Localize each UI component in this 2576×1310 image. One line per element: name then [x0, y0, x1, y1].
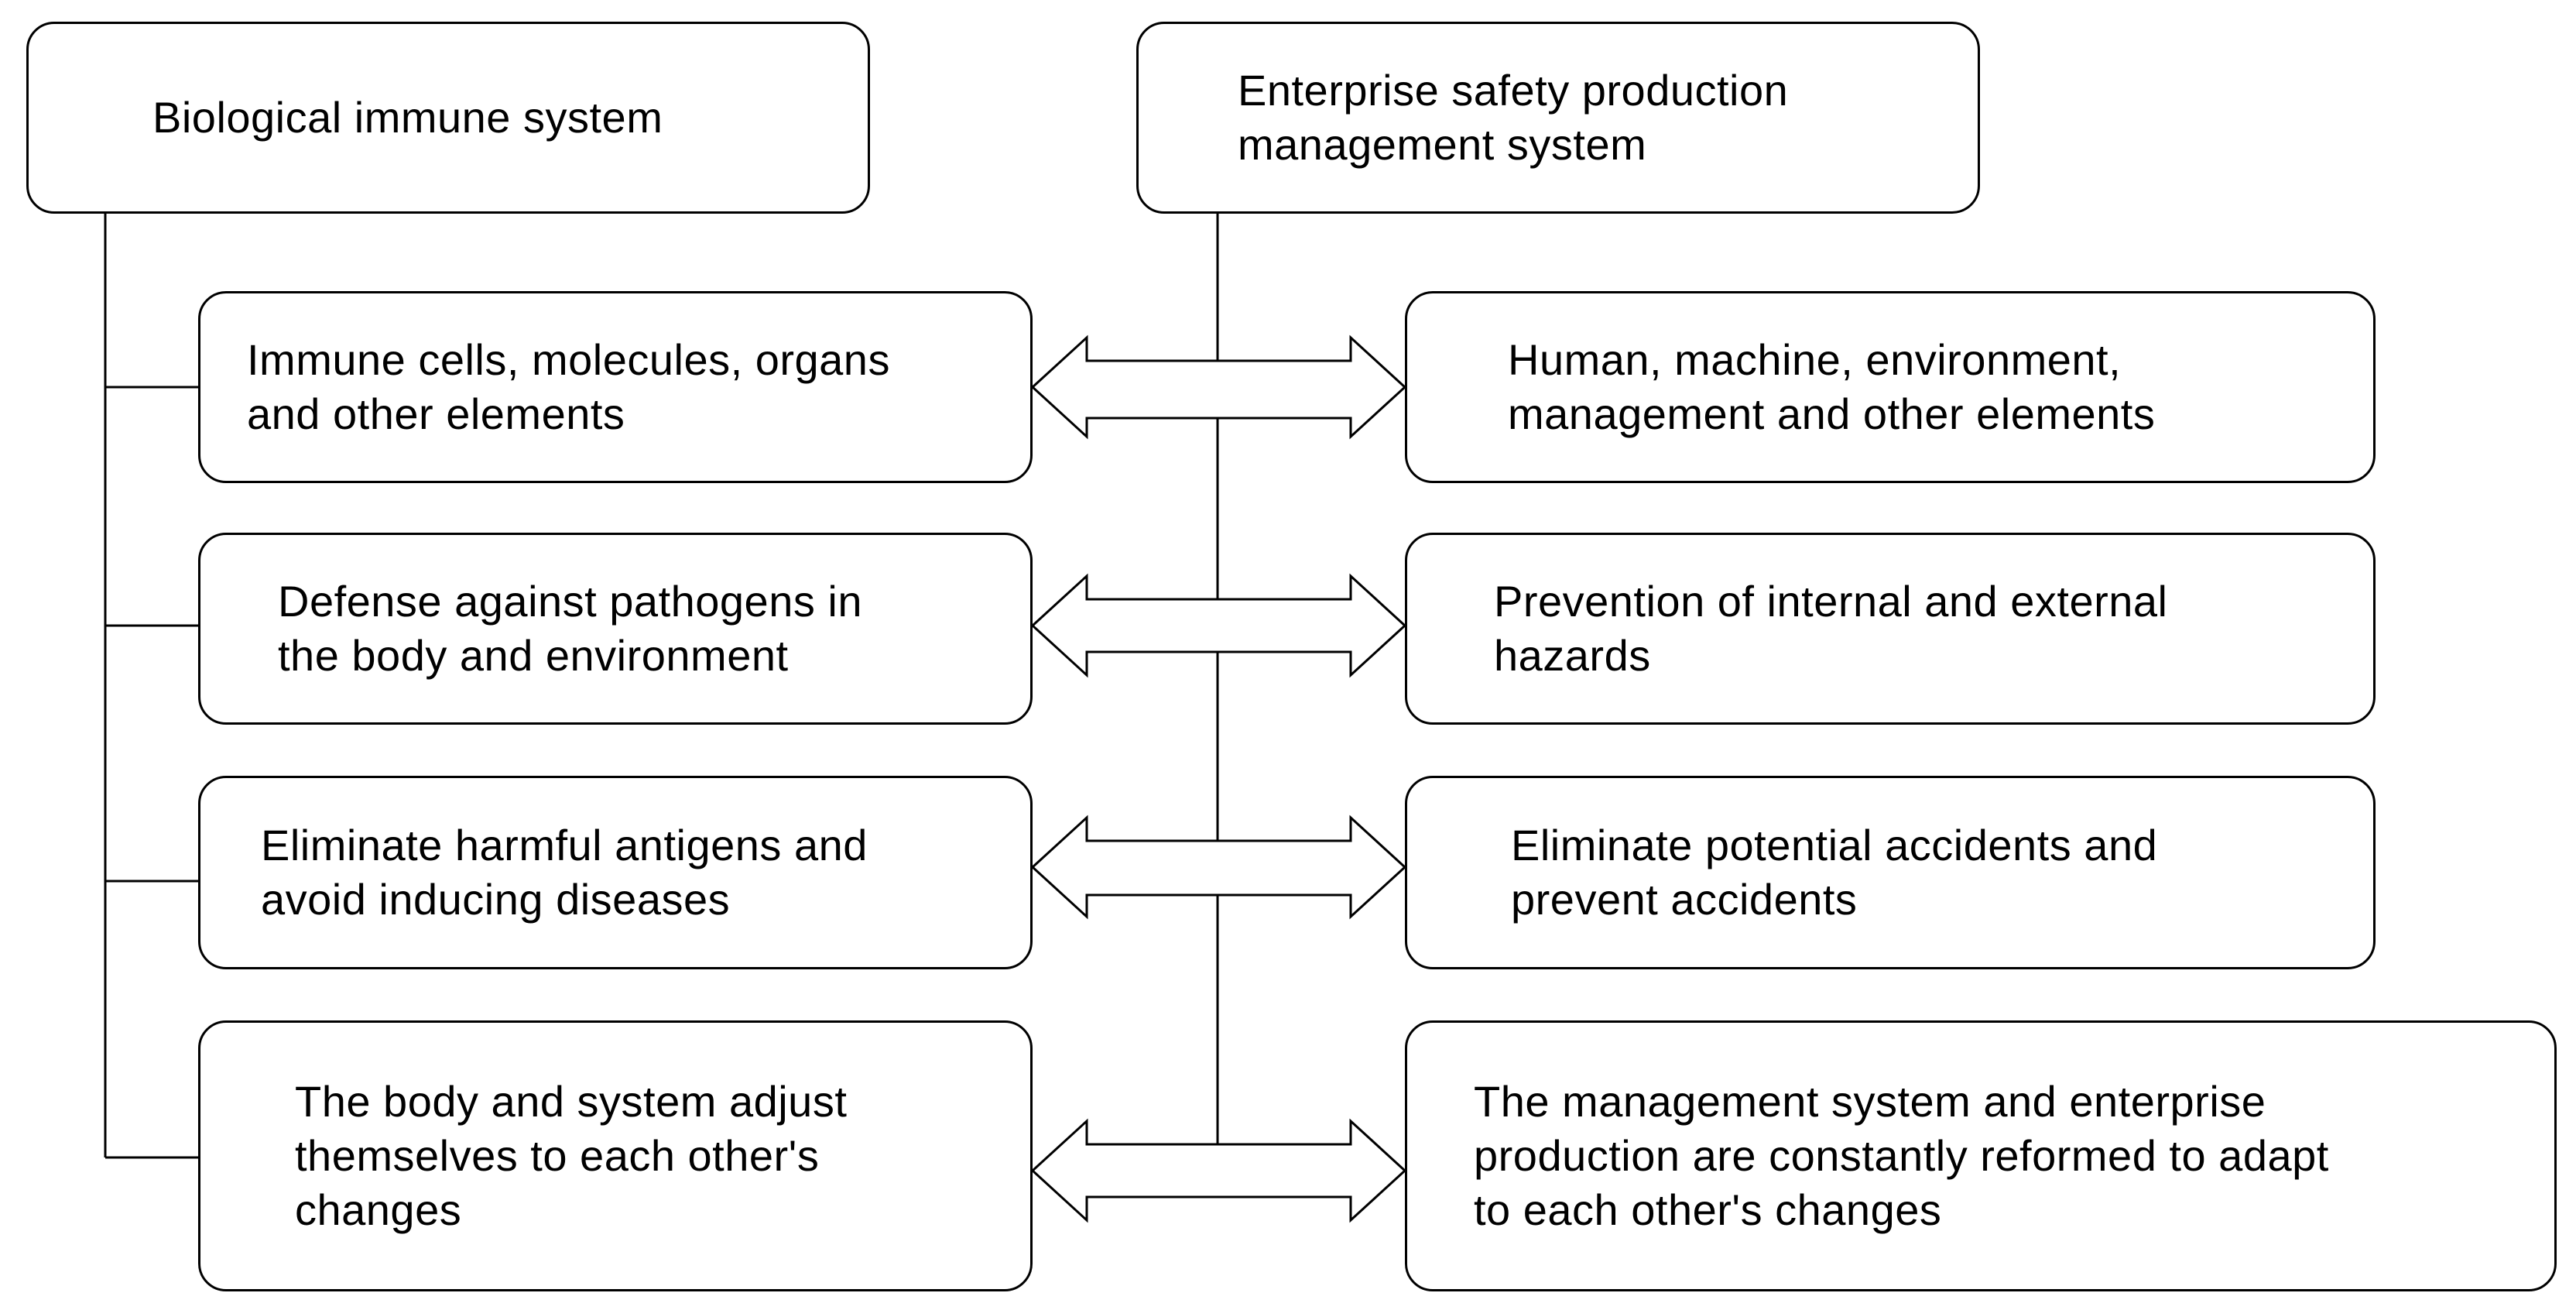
right-row-box-2: Prevention of internal and external haza… [1405, 533, 2376, 725]
right-header-label: Enterprise safety production management … [1238, 66, 1789, 169]
right-row-box-3: Eliminate potential accidents and preven… [1405, 776, 2376, 969]
left-row-box-3: Eliminate harmful antigens and avoid ind… [198, 776, 1033, 969]
left-row-label-2: Defense against pathogens in the body an… [278, 577, 862, 680]
left-header-box: Biological immune system [26, 22, 870, 214]
right-row-label-3: Eliminate potential accidents and preven… [1511, 821, 2158, 924]
left-row-label-1: Immune cells, molecules, organs and othe… [247, 335, 890, 438]
left-row-box-4: The body and system adjust themselves to… [198, 1020, 1033, 1291]
right-row-box-4: The management system and enterprise pro… [1405, 1020, 2557, 1291]
left-row-label-4: The body and system adjust themselves to… [295, 1077, 848, 1234]
left-row-label-3: Eliminate harmful antigens and avoid ind… [261, 821, 868, 924]
left-header-label: Biological immune system [152, 93, 663, 142]
right-header-box: Enterprise safety production management … [1136, 22, 1980, 214]
left-row-box-2: Defense against pathogens in the body an… [198, 533, 1033, 725]
right-row-label-1: Human, machine, environment, management … [1508, 335, 2156, 438]
right-row-label-2: Prevention of internal and external haza… [1494, 577, 2168, 680]
right-row-label-4: The management system and enterprise pro… [1474, 1077, 2329, 1234]
left-row-box-1: Immune cells, molecules, organs and othe… [198, 291, 1033, 483]
right-row-box-1: Human, machine, environment, management … [1405, 291, 2376, 483]
